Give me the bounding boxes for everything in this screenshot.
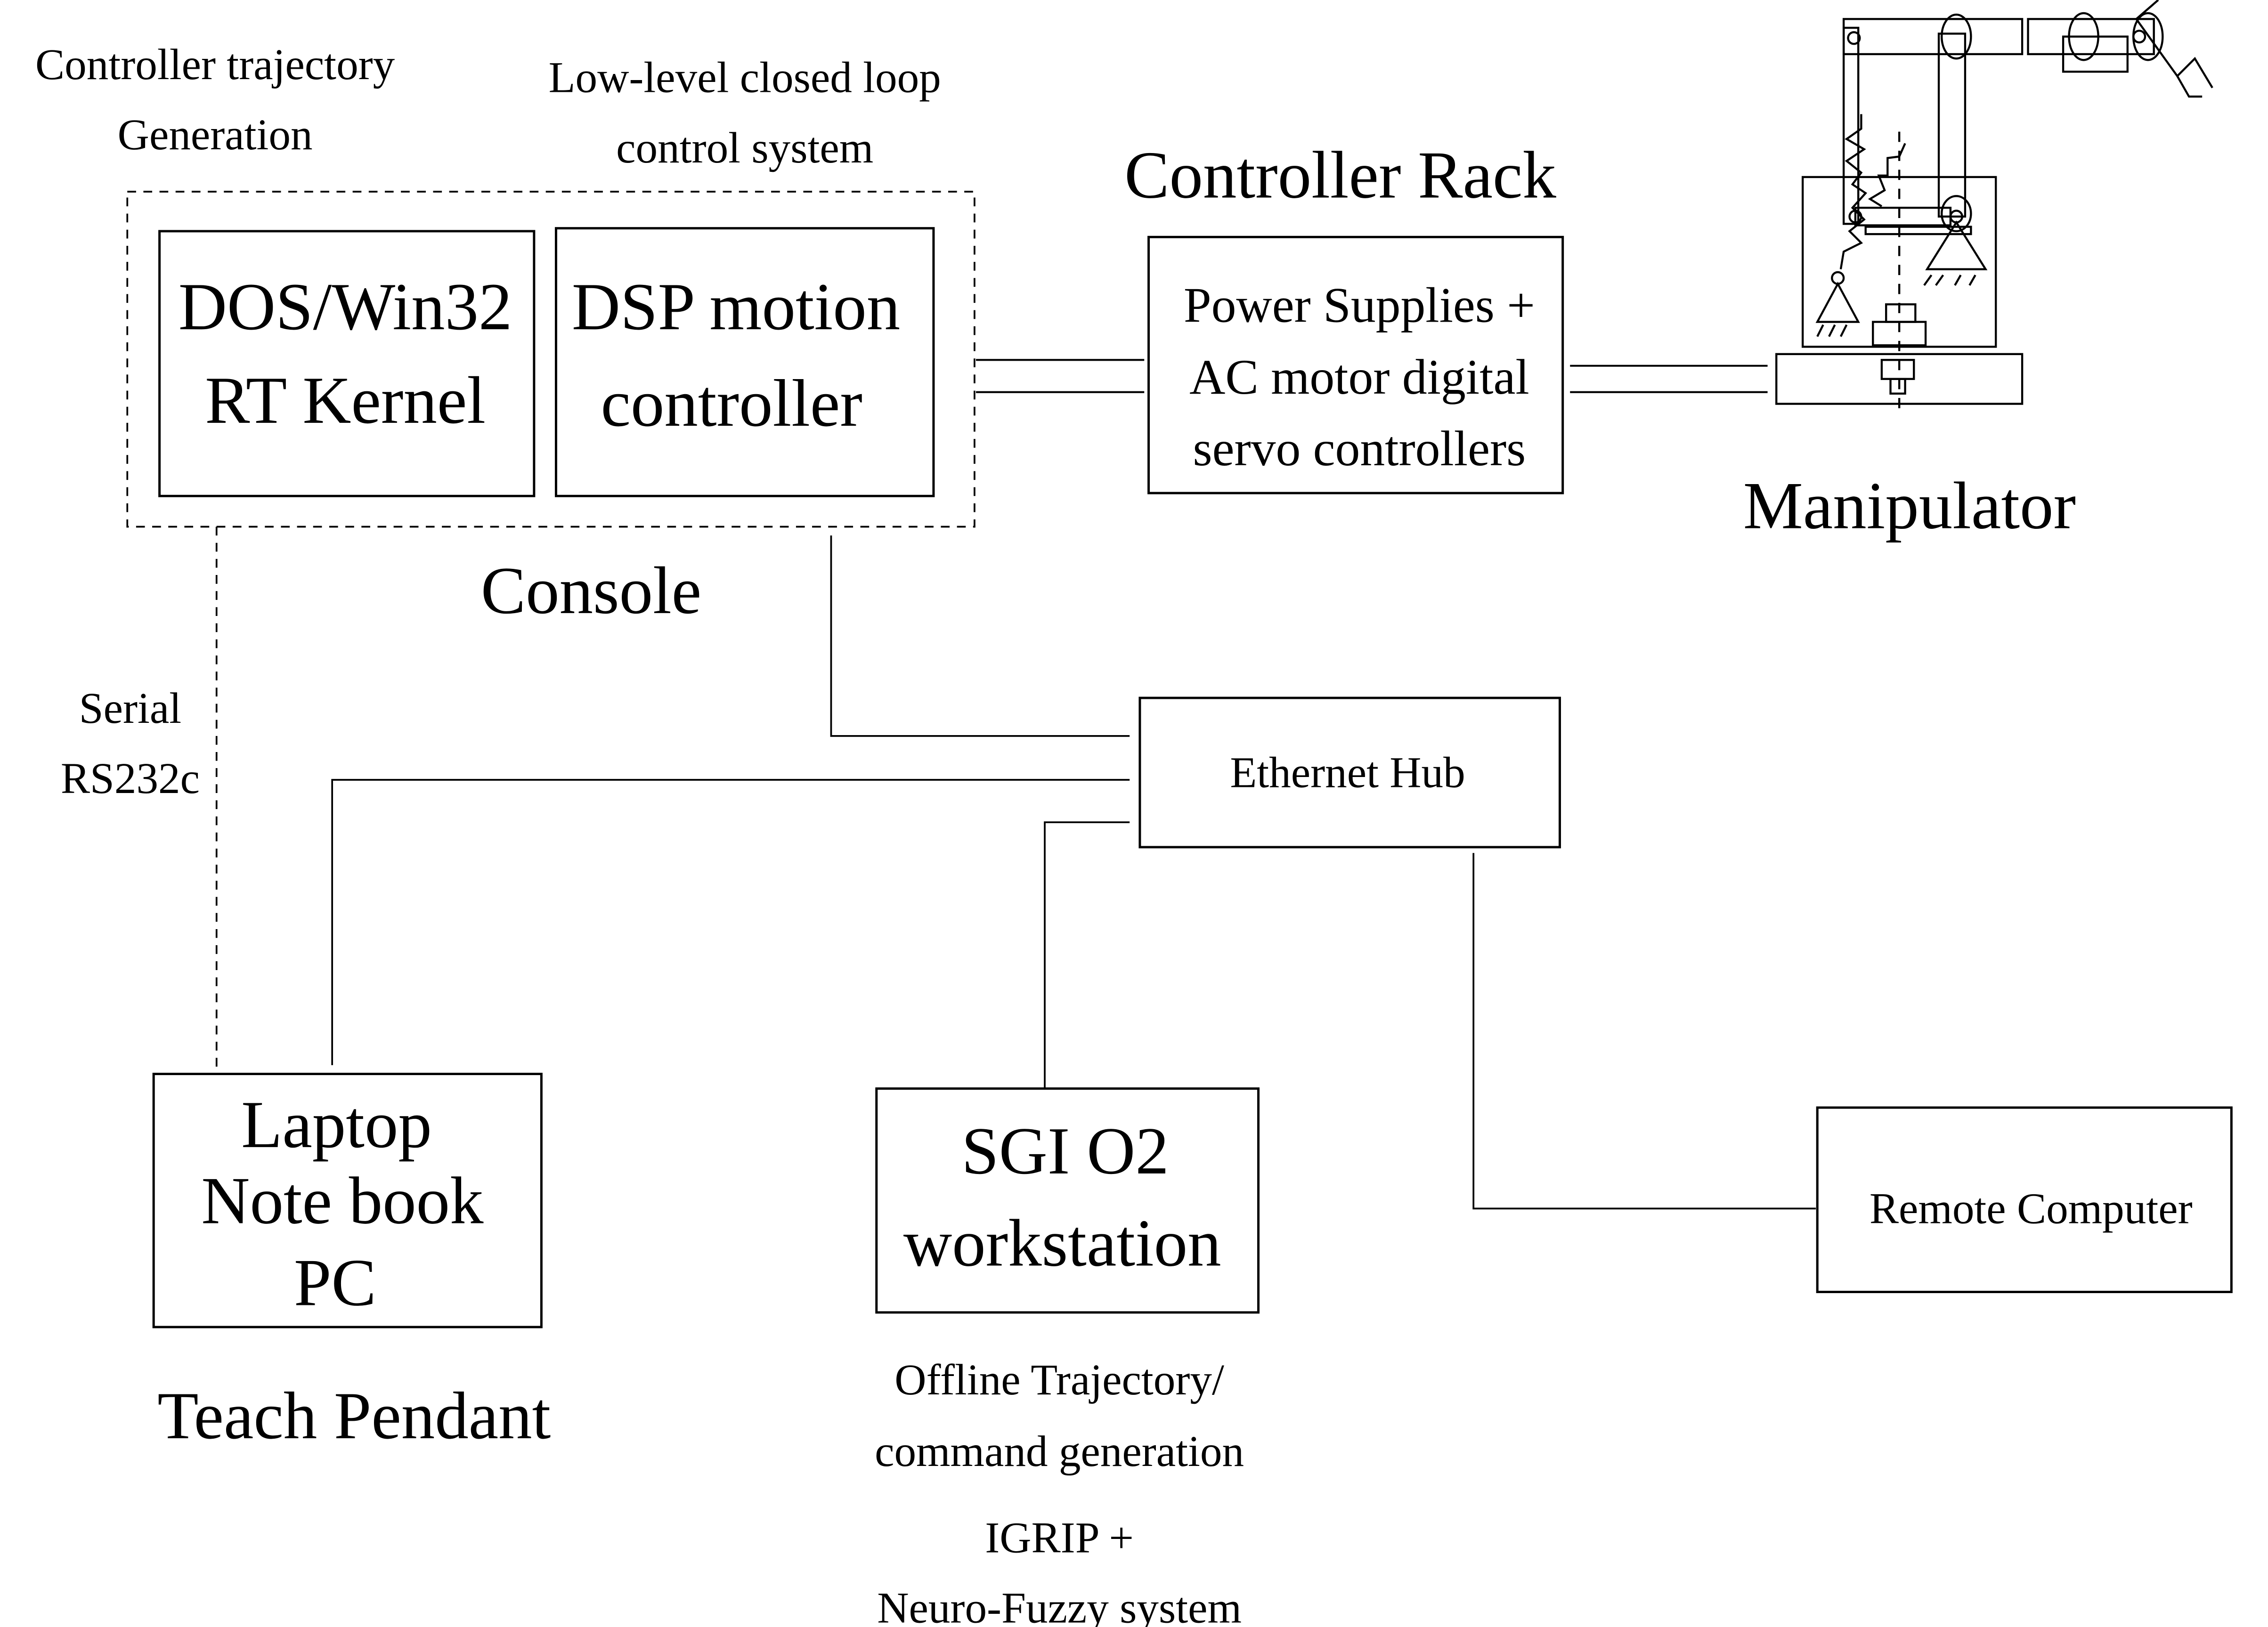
console-hub-link	[830, 535, 1130, 737]
offline-label-1: Offline Trajectory/	[894, 1356, 1224, 1404]
dsp-label-2: controller	[601, 366, 862, 440]
manipulator-robot-icon	[1775, 0, 2213, 417]
sgi-label-1: SGI O2	[961, 1114, 1169, 1188]
laptop-label-1: Laptop	[241, 1087, 432, 1162]
controller-rack-box[interactable]: Power Supplies + AC motor digital servo …	[1147, 235, 1564, 494]
console-title: Console	[481, 553, 701, 628]
igrip-label-2: Neuro-Fuzzy system	[877, 1584, 1242, 1627]
laptop-label-3: PC	[294, 1245, 376, 1319]
low-level-label-1: Low-level closed loop	[549, 54, 941, 102]
offline-label-2: command generation	[875, 1427, 1244, 1476]
controller-trajectory-label-2: Generation	[118, 111, 313, 159]
rack-label-1: Power Supplies +	[1184, 278, 1535, 333]
serial-label-2: RS232c	[61, 754, 200, 803]
console-group-border	[126, 191, 975, 528]
ethernet-hub-label: Ethernet Hub	[1230, 749, 1465, 797]
remote-hub-link	[1472, 853, 1816, 1210]
controller-trajectory-label-1: Controller trajectory	[35, 40, 395, 89]
rt-kernel-box[interactable]: DOS/Win32 RT Kernel	[158, 230, 536, 497]
ethernet-hub-box[interactable]: Ethernet Hub	[1138, 696, 1561, 849]
controller-rack-title: Controller Rack	[1124, 138, 1556, 212]
dsp-label-1: DSP motion	[572, 269, 900, 344]
sgi-hub-link	[1044, 821, 1130, 1092]
rack-label-2: AC motor digital	[1189, 349, 1529, 405]
remote-computer-box[interactable]: Remote Computer	[1816, 1106, 2233, 1293]
sgi-label-2: workstation	[903, 1206, 1221, 1280]
rt-kernel-label-2: RT Kernel	[205, 363, 486, 437]
laptop-label-2: Note book	[201, 1163, 484, 1238]
low-level-label-2: control system	[616, 124, 873, 172]
teach-pendant-title: Teach Pendant	[157, 1378, 551, 1453]
sgi-o2-workstation-box[interactable]: SGI O2 workstation	[875, 1087, 1260, 1314]
dsp-motion-controller-box[interactable]: DSP motion controller	[554, 227, 935, 497]
rt-kernel-label-1: DOS/Win32	[179, 269, 512, 344]
igrip-label-1: IGRIP +	[985, 1514, 1134, 1562]
manipulator-title: Manipulator	[1743, 469, 2076, 543]
serial-label-1: Serial	[79, 684, 181, 733]
remote-computer-label: Remote Computer	[1870, 1184, 2193, 1233]
rack-manipulator-link	[1570, 364, 1768, 393]
laptop-box[interactable]: Laptop Note book PC	[152, 1073, 543, 1328]
rack-label-3: servo controllers	[1193, 421, 1526, 476]
laptop-hub-link	[331, 779, 1130, 1065]
console-rack-link	[976, 359, 1145, 393]
